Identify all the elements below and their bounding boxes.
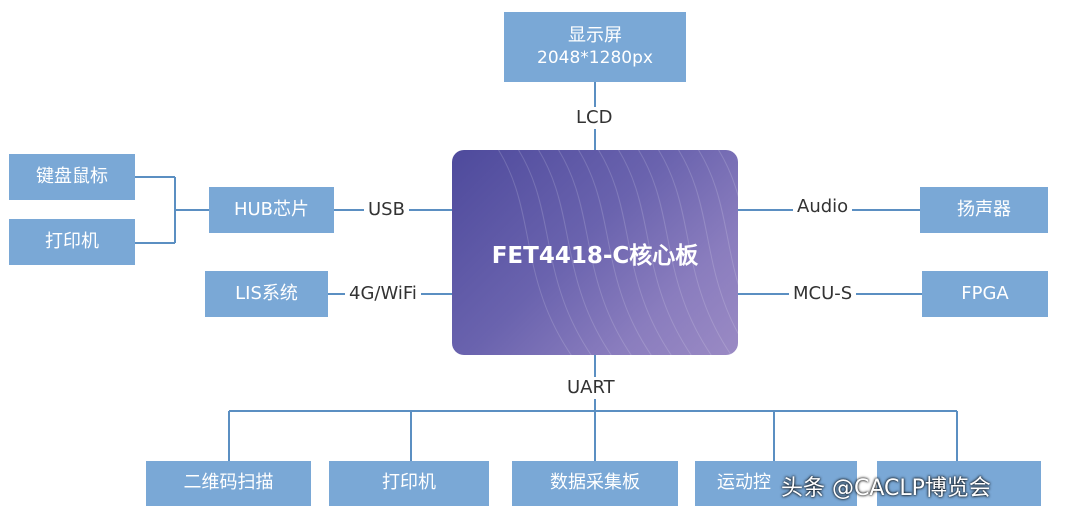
bottom-node: 运动控: [695, 461, 857, 506]
usb-label: USB: [364, 199, 409, 221]
bottom-node: 数据采集板: [512, 461, 678, 506]
keyboard-mouse-box: 键盘鼠标: [9, 154, 135, 200]
printer-left-box: 打印机: [9, 219, 135, 265]
core-board: FET4418-C核心板: [452, 150, 738, 355]
fpga-box: FPGA: [922, 271, 1048, 317]
bottom-node: [877, 461, 1041, 506]
mcu-label: MCU-S: [789, 283, 857, 305]
speaker-box: 扬声器: [920, 187, 1048, 233]
lis-system-label: LIS系统: [235, 282, 298, 304]
core-board-label: FET4418-C核心板: [491, 242, 699, 269]
bottom-node-label: 数据采集板: [550, 472, 640, 494]
audio-label: Audio: [793, 196, 853, 218]
bottom-node-label: 运动控: [717, 472, 771, 494]
bottom-node: 打印机: [329, 461, 489, 506]
watermark: 头条 @CACLP博览会: [781, 476, 991, 501]
display-title: 显示屏: [568, 25, 622, 47]
display-resolution: 2048*1280px: [537, 47, 653, 68]
uart-label: UART: [563, 377, 619, 399]
display-box: 显示屏 2048*1280px: [504, 12, 686, 82]
bottom-node-label: 打印机: [382, 472, 436, 494]
hub-chip-box: HUB芯片: [209, 187, 334, 233]
printer-left-label: 打印机: [45, 230, 99, 252]
lis-system-box: LIS系统: [205, 271, 328, 317]
hub-chip-label: HUB芯片: [233, 198, 310, 220]
keyboard-mouse-label: 键盘鼠标: [36, 165, 108, 187]
speaker-label: 扬声器: [957, 198, 1011, 220]
wave-pattern: [497, 150, 738, 355]
lcd-label: LCD: [572, 107, 617, 129]
fpga-label: FPGA: [961, 282, 1009, 304]
bottom-node-label: 二维码扫描: [183, 472, 274, 494]
bottom-node: 二维码扫描: [146, 461, 311, 506]
wifi-label: 4G/WiFi: [345, 283, 421, 305]
